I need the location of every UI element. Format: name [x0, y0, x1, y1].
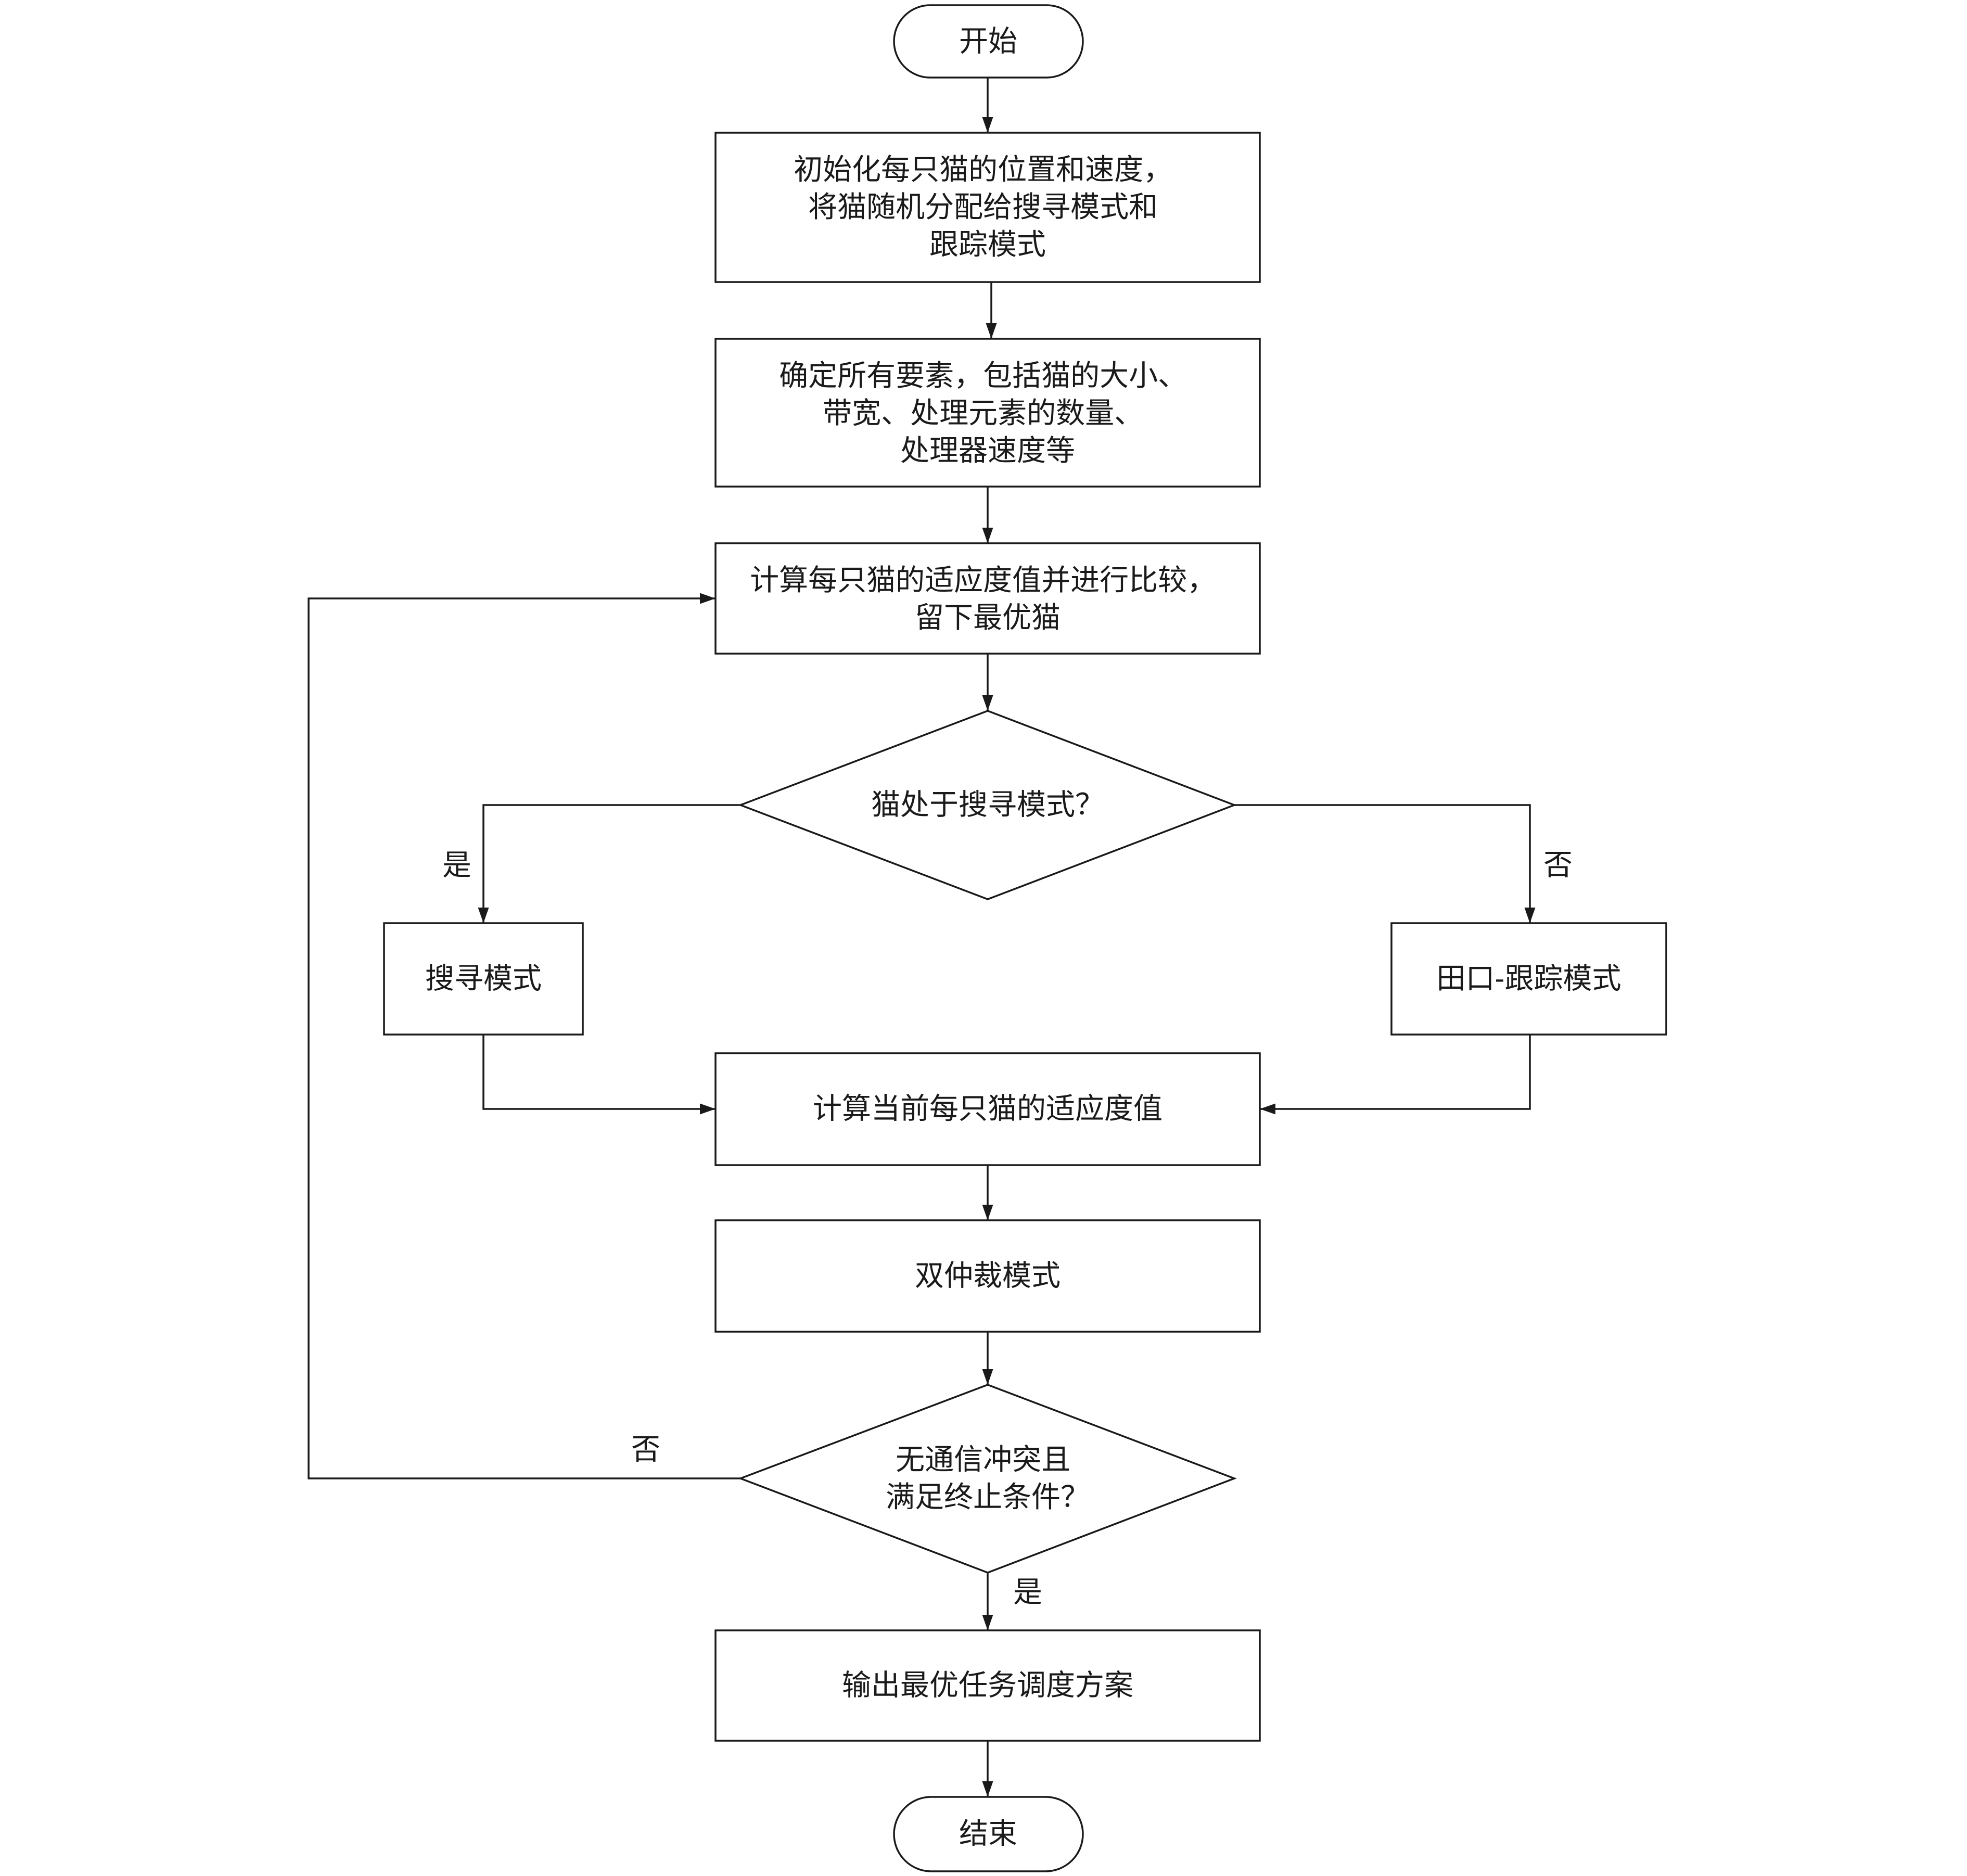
node-decision-stop: 无通信冲突且 满足终止条件？ — [738, 1384, 1237, 1574]
node-search-mode-shape — [383, 922, 584, 1036]
node-output-shape — [714, 1629, 1261, 1742]
node-end-text: 结束 — [959, 1817, 1017, 1851]
node-evaluate-current-text: 计算当前每只猫的适应度值 — [813, 1092, 1163, 1126]
node-decision-stop-text: 无通信冲突且 满足终止条件？ — [886, 1443, 1090, 1514]
node-dual-arbitration: 双仲裁模式 — [714, 1219, 1261, 1333]
arrow-decision-mode-no-to-tracking — [1234, 804, 1536, 923]
node-evaluate-shape — [714, 542, 1261, 655]
arrow-decision-mode-yes-to-search — [478, 804, 740, 923]
node-tracking-mode-text: 田口-跟踪模式 — [1437, 962, 1621, 996]
edge-label-mode-no: 否 — [1543, 849, 1573, 883]
node-init: 初始化每只猫的位置和速度， 将猫随机分配给搜寻模式和 跟踪模式 — [714, 132, 1261, 283]
node-decision-stop-line-1: 无通信冲突且 — [896, 1443, 1070, 1477]
arrow-decision-stop-no-loop — [308, 593, 740, 1479]
edge-label-stop-yes: 是 — [1013, 1576, 1042, 1610]
node-evaluate-line-2: 留下最优猫 — [915, 601, 1061, 635]
node-evaluate-current: 计算当前每只猫的适应度值 — [714, 1052, 1261, 1166]
node-tracking-mode: 田口-跟踪模式 — [1390, 922, 1667, 1036]
node-start-text: 开始 — [959, 25, 1017, 59]
arrow-search-to-evaluate-current — [482, 1035, 716, 1115]
node-output: 输出最优任务调度方案 — [714, 1629, 1261, 1742]
node-init-line-1: 初始化每只猫的位置和速度， — [794, 153, 1172, 187]
node-determine: 确定所有要素，包括猫的大小、 带宽、处理元素的数量、 处理器速度等 — [714, 338, 1261, 488]
node-init-shape — [714, 132, 1261, 283]
node-decision-stop-line-2: 满足终止条件？ — [886, 1481, 1090, 1514]
node-tracking-mode-shape — [1390, 922, 1667, 1036]
node-decision-mode: 猫处于搜寻模式？ — [738, 710, 1237, 900]
node-determine-line-2: 带宽、处理元素的数量、 — [823, 397, 1143, 430]
arrow-tracking-to-evaluate-current — [1260, 1035, 1531, 1115]
node-init-line-2: 将猫随机分配给搜寻模式和 — [808, 190, 1158, 224]
node-search-mode-text: 搜寻模式 — [425, 962, 542, 996]
node-determine-line-1: 确定所有要素，包括猫的大小、 — [779, 359, 1187, 393]
node-determine-line-3: 处理器速度等 — [900, 434, 1075, 468]
node-evaluate-line-1: 计算每只猫的适应度值并进行比较， — [750, 564, 1216, 597]
node-start: 开始 — [893, 4, 1084, 79]
node-decision-mode-text: 猫处于搜寻模式？ — [871, 788, 1104, 822]
node-dual-arbitration-shape — [714, 1219, 1261, 1333]
node-determine-text: 确定所有要素，包括猫的大小、 带宽、处理元素的数量、 处理器速度等 — [779, 359, 1196, 468]
node-evaluate: 计算每只猫的适应度值并进行比较， 留下最优猫 — [714, 542, 1261, 655]
node-dual-arbitration-text: 双仲裁模式 — [915, 1259, 1061, 1293]
edge-label-stop-no: 否 — [631, 1433, 660, 1467]
node-output-text: 输出最优任务调度方案 — [842, 1669, 1133, 1703]
node-init-line-3: 跟踪模式 — [929, 228, 1046, 262]
node-decision-stop-shape — [738, 1384, 1237, 1574]
node-search-mode: 搜寻模式 — [383, 922, 584, 1036]
edge-label-mode-yes: 是 — [442, 849, 471, 883]
node-end: 结束 — [893, 1796, 1084, 1872]
node-evaluate-text: 计算每只猫的适应度值并进行比较， 留下最优猫 — [750, 564, 1225, 635]
node-determine-shape — [714, 338, 1261, 488]
node-decision-mode-shape — [738, 710, 1237, 900]
node-init-text: 初始化每只猫的位置和速度， 将猫随机分配给搜寻模式和 跟踪模式 — [794, 153, 1182, 262]
